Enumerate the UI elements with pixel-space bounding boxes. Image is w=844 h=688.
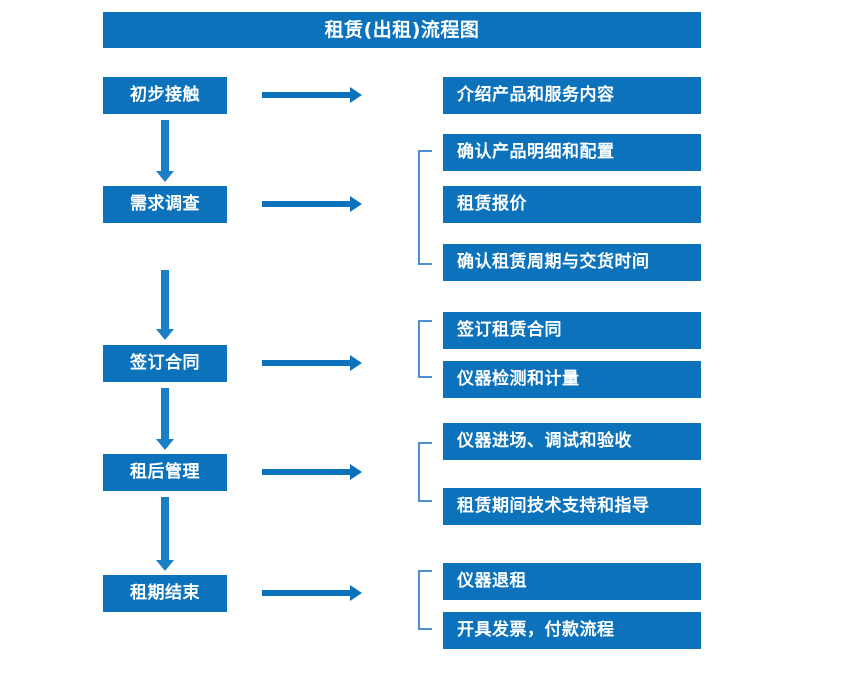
stage-box-初步接触[interactable]: 初步接触 xyxy=(103,77,227,114)
group-bracket-4 xyxy=(418,442,432,502)
detail-box-确认产品明细和配置[interactable]: 确认产品明细和配置 xyxy=(443,134,701,171)
detail-box-仪器退租[interactable]: 仪器退租 xyxy=(443,563,701,600)
stage-box-租后管理[interactable]: 租后管理 xyxy=(103,454,227,491)
detail-box-介绍产品和服务内容[interactable]: 介绍产品和服务内容 xyxy=(443,77,701,114)
detail-box-签订租赁合同[interactable]: 签订租赁合同 xyxy=(443,312,701,349)
diagram-title: 租赁(出租)流程图 xyxy=(103,12,701,48)
group-bracket-3 xyxy=(418,320,432,378)
detail-box-租赁报价[interactable]: 租赁报价 xyxy=(443,186,701,223)
stage-box-签订合同[interactable]: 签订合同 xyxy=(103,345,227,382)
group-bracket-5 xyxy=(418,570,432,630)
detail-box-租赁期间技术支持和指导[interactable]: 租赁期间技术支持和指导 xyxy=(443,488,701,525)
detail-box-确认租赁周期与交货时间[interactable]: 确认租赁周期与交货时间 xyxy=(443,244,701,281)
stage-box-租期结束[interactable]: 租期结束 xyxy=(103,575,227,612)
group-bracket-2 xyxy=(418,150,432,265)
detail-box-仪器进场调试和验收[interactable]: 仪器进场、调试和验收 xyxy=(443,423,701,460)
stage-box-需求调查[interactable]: 需求调查 xyxy=(103,186,227,223)
detail-box-开具发票付款流程[interactable]: 开具发票，付款流程 xyxy=(443,612,701,649)
detail-box-仪器检测和计量[interactable]: 仪器检测和计量 xyxy=(443,361,701,398)
